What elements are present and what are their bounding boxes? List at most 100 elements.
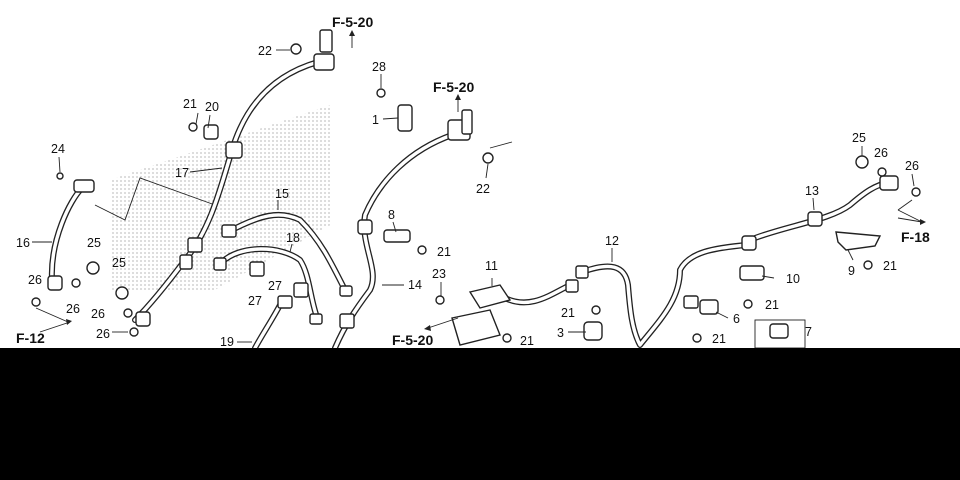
- label-19: 19: [220, 335, 234, 348]
- bolt-24: [56, 172, 64, 180]
- ref-f-12: F-12: [16, 330, 45, 346]
- ref-box-7: [754, 319, 806, 348]
- label-7: 7: [805, 325, 812, 339]
- ref-f-5-20-top: F-5-20: [332, 14, 373, 30]
- bracket-14-top: [461, 109, 473, 135]
- label-27a: 27: [248, 294, 262, 308]
- bolt-23: [435, 295, 445, 305]
- hose-17: [132, 59, 321, 323]
- fitting-12-mid: [683, 295, 699, 309]
- label-25c: 25: [852, 131, 866, 145]
- bolt-21d: [591, 305, 601, 315]
- label-14: 14: [408, 278, 422, 292]
- label-21c: 21: [520, 334, 534, 348]
- label-26e: 26: [874, 146, 888, 160]
- bolt-25b: [115, 286, 129, 300]
- fitting-19-top: [277, 295, 293, 309]
- bolt-25c: [855, 155, 869, 169]
- bracket-9: [835, 231, 882, 251]
- banjo-fitting-16-top: [73, 179, 95, 193]
- bolt-21c: [502, 333, 512, 343]
- label-23: 23: [432, 267, 446, 281]
- label-16: 16: [16, 236, 30, 250]
- bolt-21a: [188, 122, 198, 132]
- hose-19: [252, 302, 283, 348]
- grommet-17: [225, 141, 243, 159]
- bolt-28: [376, 88, 386, 98]
- label-26c: 26: [91, 307, 105, 321]
- fitting-17-end: [135, 311, 151, 327]
- fitting-12-start: [575, 265, 589, 279]
- clamp-7: [769, 323, 789, 339]
- washer-26b: [71, 278, 81, 288]
- label-17: 17: [175, 166, 189, 180]
- label-22a: 22: [258, 44, 272, 58]
- ref-f-5-20-mid: F-5-20: [433, 79, 474, 95]
- ref-arrows: [35, 30, 926, 333]
- ref-f-5-20-low: F-5-20: [392, 332, 433, 348]
- fitting-17-top: [313, 53, 335, 71]
- bolt-21b: [417, 245, 427, 255]
- label-15: 15: [275, 187, 289, 201]
- joint-17-low: [179, 254, 193, 270]
- label-10: 10: [786, 272, 800, 286]
- fitting-18-end: [309, 313, 323, 325]
- fitting-12-end: [741, 235, 757, 251]
- clamp-8: [383, 229, 411, 243]
- bolt-21f: [692, 333, 702, 343]
- label-21a: 21: [183, 97, 197, 111]
- bolt-22b: [482, 152, 494, 164]
- hose-18: [219, 246, 321, 323]
- label-21g: 21: [883, 259, 897, 273]
- bracket-1: [397, 104, 413, 132]
- label-18: 18: [286, 231, 300, 245]
- ref-f-18: F-18: [901, 229, 930, 245]
- leader-lines: [32, 49, 923, 343]
- washer-26c: [123, 308, 133, 318]
- label-8: 8: [388, 208, 395, 222]
- clip-27b: [293, 282, 309, 298]
- grommet-13: [807, 211, 823, 227]
- fitting-15: [221, 224, 237, 238]
- fitting-11-end: [565, 279, 579, 293]
- label-11: 11: [485, 259, 498, 273]
- hose-11: [502, 282, 573, 306]
- bolt-21g: [863, 260, 873, 270]
- bracket-17-top: [319, 29, 333, 53]
- label-22b: 22: [476, 182, 490, 196]
- washer-26e: [877, 167, 887, 177]
- grommet-14: [357, 219, 373, 235]
- frame-outline: [94, 177, 216, 221]
- washer-26d: [129, 327, 139, 337]
- fitting-14-low: [339, 313, 355, 329]
- label-28: 28: [372, 60, 386, 74]
- label-21f: 21: [712, 332, 726, 346]
- clamp-10: [739, 265, 765, 281]
- bolt-25a: [86, 261, 100, 275]
- bolt-22a: [290, 43, 302, 55]
- label-9: 9: [848, 264, 855, 278]
- label-13: 13: [805, 184, 819, 198]
- hose-16: [48, 185, 85, 283]
- label-26a: 26: [28, 273, 42, 287]
- clamp-6: [699, 299, 719, 315]
- hose-12: [579, 242, 748, 348]
- bracket-11: [468, 284, 512, 309]
- hose-15: [225, 211, 348, 293]
- label-12: 12: [605, 234, 619, 248]
- washer-26a: [31, 297, 41, 307]
- label-25a: 25: [87, 236, 101, 250]
- label-26f: 26: [905, 159, 919, 173]
- fitting-13-end: [879, 175, 899, 191]
- label-21b: 21: [437, 245, 451, 259]
- label-24: 24: [51, 142, 65, 156]
- washer-26f: [911, 187, 921, 197]
- clamp-20: [203, 124, 219, 140]
- fitting-18: [213, 257, 227, 271]
- label-21e: 21: [765, 298, 779, 312]
- label-3: 3: [557, 326, 564, 340]
- fitting-16-low: [47, 275, 63, 291]
- label-25b: 25: [112, 256, 126, 270]
- hose-13: [752, 179, 893, 241]
